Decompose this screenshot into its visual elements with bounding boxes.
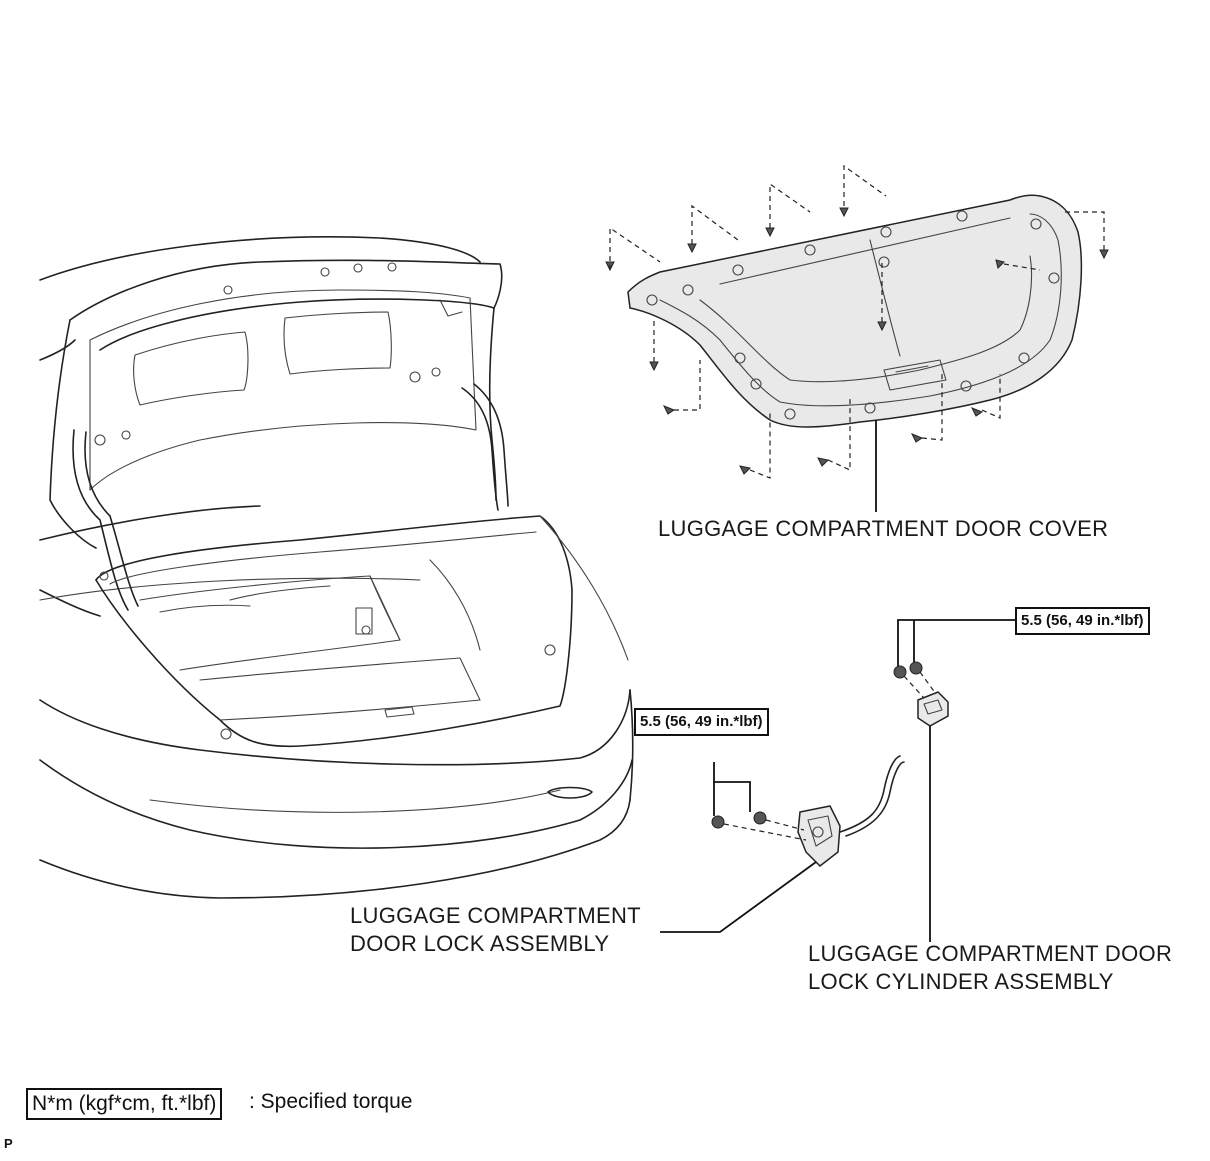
lock-cylinder-label-line2: LOCK CYLINDER ASSEMBLY (808, 969, 1114, 994)
door-lock-torque-badge: 5.5 (56, 49 in.*lbf) (634, 708, 769, 736)
torque-legend-description: : Specified torque (249, 1090, 413, 1113)
corner-mark: P (4, 1136, 13, 1151)
door-lock-illustration (660, 755, 905, 933)
lock-cylinder-torque-badge: 5.5 (56, 49 in.*lbf) (1015, 607, 1150, 635)
door-lock-label-line1: LUGGAGE COMPARTMENT (350, 903, 641, 928)
door-cover-illustration (605, 164, 1109, 479)
torque-unit-legend-box: N*m (kgf*cm, ft.*lbf) (26, 1088, 223, 1120)
car-rear-illustration (39, 236, 634, 899)
door-cover-label: LUGGAGE COMPARTMENT DOOR COVER (658, 516, 1109, 541)
door-lock-leader (660, 861, 817, 933)
lock-cylinder-illustration (893, 619, 1018, 942)
lock-cylinder-label-line1: LUGGAGE COMPARTMENT DOOR (808, 941, 1173, 966)
door-lock-label-line2: DOOR LOCK ASSEMBLY (350, 931, 610, 956)
